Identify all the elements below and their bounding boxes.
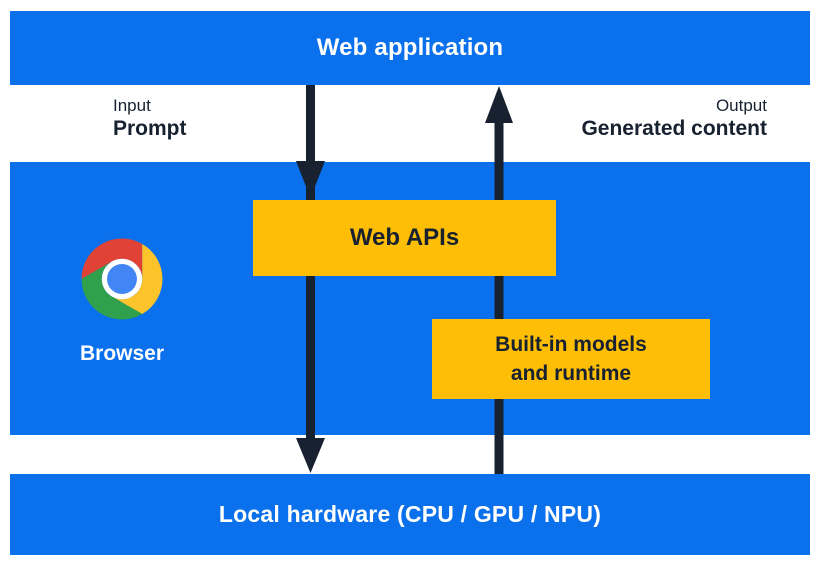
web-apis-label: Web APIs (349, 224, 460, 251)
down-arrowhead-bottom (296, 438, 325, 473)
web-application-layer: Web application (10, 11, 810, 85)
web-apis-box: Web APIs (253, 200, 556, 276)
chrome-icon-green-segment (81, 261, 143, 320)
output-label-group: Output Generated content (581, 95, 767, 142)
local-hardware-layer: Local hardware (CPU / GPU / NPU) (10, 474, 810, 555)
chrome-icon (81, 238, 163, 320)
builtin-models-label-line1: Built-in models (495, 333, 647, 356)
up-arrowhead-top (485, 86, 513, 123)
output-title: Output (715, 96, 767, 115)
chrome-icon-blue-center (107, 264, 137, 294)
input-value-prompt: Prompt (113, 117, 187, 140)
local-hardware-label: Local hardware (CPU / GPU / NPU) (218, 501, 602, 527)
input-title: Input (113, 96, 151, 115)
chrome-icon-yellow-segment (111, 243, 163, 315)
output-value-generated-content: Generated content (581, 117, 767, 140)
input-label-group: Input Prompt (113, 95, 187, 142)
builtin-models-box: Built-in models and runtime (432, 319, 710, 399)
builtin-models-label-line2: and runtime (510, 362, 632, 385)
web-application-label: Web application (316, 34, 504, 61)
browser-label: Browser (79, 342, 165, 365)
chrome-icon-red-segment (81, 238, 143, 279)
